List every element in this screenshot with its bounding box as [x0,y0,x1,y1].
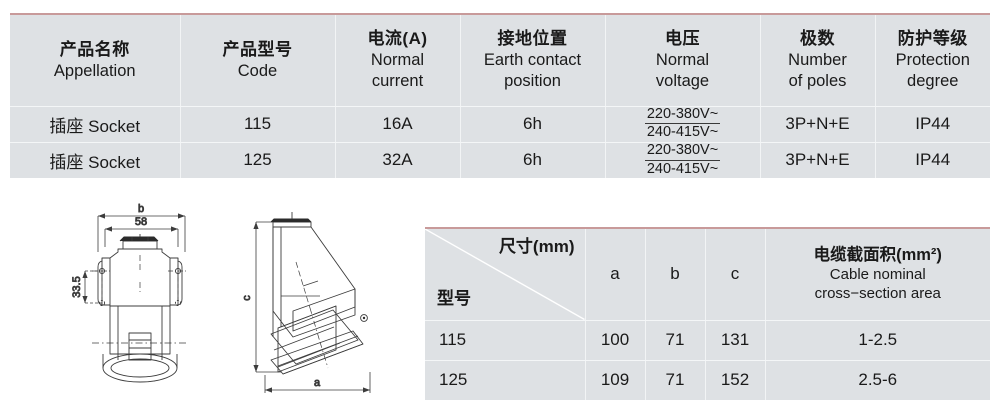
cell-appellation: 插座 Socket [10,142,181,178]
cell-appellation: 插座 Socket [10,106,181,143]
cell-cable-area: 1-2.5 [765,320,990,361]
technical-drawings: b 58 [20,200,420,417]
cell-current: 16A [335,106,461,143]
voltage-fraction: 220-380V~ 240-415V~ [644,106,721,142]
col-header-poles: 极数 Number of poles [760,14,876,107]
col-header-voltage: 电压 Normal voltage [605,14,761,107]
col-header-poles-en2: of poles [788,72,847,91]
spec-table-header-row: 产品名称 Appellation 产品型号 Code 电流(A) Normal … [10,14,990,107]
dimension-a-label: a [314,377,321,389]
table-row: 插座 Socket 115 16A 6h 220-380V~ 240-415V~… [10,106,990,143]
cell-code: 125 [180,142,336,178]
dimension-58 [104,226,179,247]
dimension-table-header-row: 尺寸(mm) 型号 a b c 电缆截面积(mm²) Cable nominal… [425,228,990,321]
col-header-code: 产品型号 Code [180,14,336,107]
specification-table: 产品名称 Appellation 产品型号 Code 电流(A) Normal … [10,13,990,178]
cell-earth-position: 6h [460,106,606,143]
col-header-voltage-en2: voltage [655,72,710,91]
cell-model: 115 [425,320,586,361]
cable-entry-detail [119,234,159,250]
dimension-c-label: c [241,295,253,301]
corner-split-header: 尺寸(mm) 型号 [425,228,586,321]
col-header-cable-area-en2: cross−section area [814,284,941,302]
col-header-current: 电流(A) Normal current [335,14,461,107]
voltage-denominator: 240-415V~ [646,124,719,141]
col-header-appellation: 产品名称 Appellation [10,14,181,107]
drawings-svg: b 58 [71,203,371,393]
col-header-appellation-en: Appellation [53,61,136,80]
cell-current: 32A [335,142,461,178]
side-cable-entry [270,212,312,228]
dimension-b [97,213,186,252]
corner-header-model: 型号 [437,289,471,309]
voltage-denominator: 240-415V~ [646,160,719,177]
dimension-a [264,372,371,393]
voltage-fraction: 220-380V~ 240-415V~ [644,142,721,178]
cell-dim-a: 109 [585,360,646,400]
col-header-poles-cn: 极数 [800,29,835,49]
table-row: 125 109 71 152 2.5-6 [425,360,990,400]
side-view-drawing: c a [241,212,371,393]
col-header-appellation-cn: 产品名称 [59,39,130,59]
dimension-b-label: b [138,203,144,215]
col-header-earth-position-en1: Earth contact [483,51,582,70]
cell-voltage: 220-380V~ 240-415V~ [605,106,761,143]
cell-dim-a: 100 [585,320,646,361]
col-header-dim-b: b [645,228,706,321]
col-header-protection-en1: Protection [895,51,970,70]
dimension-58-label: 58 [135,216,147,228]
col-header-poles-en1: Number [788,51,847,70]
col-header-code-en: Code [237,61,278,80]
col-header-protection-en2: degree [907,72,959,91]
col-header-dim-c: c [705,228,766,321]
cell-model: 125 [425,360,586,400]
table-row: 115 100 71 131 1-2.5 [425,320,990,361]
col-header-protection-cn: 防护等级 [897,29,968,49]
cell-dim-b: 71 [645,360,706,400]
col-header-earth-position: 接地位置 Earth contact position [460,14,606,107]
cell-dim-b: 71 [645,320,706,361]
col-header-earth-position-cn: 接地位置 [497,29,568,49]
cell-cable-area: 2.5-6 [765,360,990,400]
dimension-33-5 [82,270,102,304]
cell-protection: IP44 [875,142,990,178]
cell-dim-c: 131 [705,320,766,361]
col-header-cable-area: 电缆截面积(mm²) Cable nominal cross−section a… [765,228,990,321]
dimension-table: 尺寸(mm) 型号 a b c 电缆截面积(mm²) Cable nominal… [425,227,990,400]
col-header-current-en2: current [371,72,424,91]
cell-earth-position: 6h [460,142,606,178]
table-row: 插座 Socket 125 32A 6h 220-380V~ 240-415V~… [10,142,990,178]
cell-protection: IP44 [875,106,990,143]
front-view-drawing: b 58 [71,203,188,383]
col-header-code-cn: 产品型号 [222,39,293,59]
dimension-33-5-label: 33.5 [71,276,83,297]
cell-code: 115 [180,106,336,143]
col-header-dim-a: a [585,228,646,321]
cell-voltage: 220-380V~ 240-415V~ [605,142,761,178]
col-header-protection: 防护等级 Protection degree [875,14,990,107]
cell-poles: 3P+N+E [760,106,876,143]
voltage-numerator: 220-380V~ [644,106,721,125]
col-header-current-en1: Normal [370,51,425,70]
voltage-numerator: 220-380V~ [644,142,721,161]
col-header-voltage-en1: Normal [655,51,710,70]
col-header-current-cn: 电流(A) [367,29,428,49]
col-header-earth-position-en2: position [504,72,561,91]
col-header-voltage-cn: 电压 [665,29,700,49]
cell-dim-c: 152 [705,360,766,400]
col-header-cable-area-en1: Cable nominal [829,266,926,284]
corner-header-size: 尺寸(mm) [498,237,575,256]
cell-poles: 3P+N+E [760,142,876,178]
col-header-cable-area-cn: 电缆截面积(mm²) [813,245,942,264]
